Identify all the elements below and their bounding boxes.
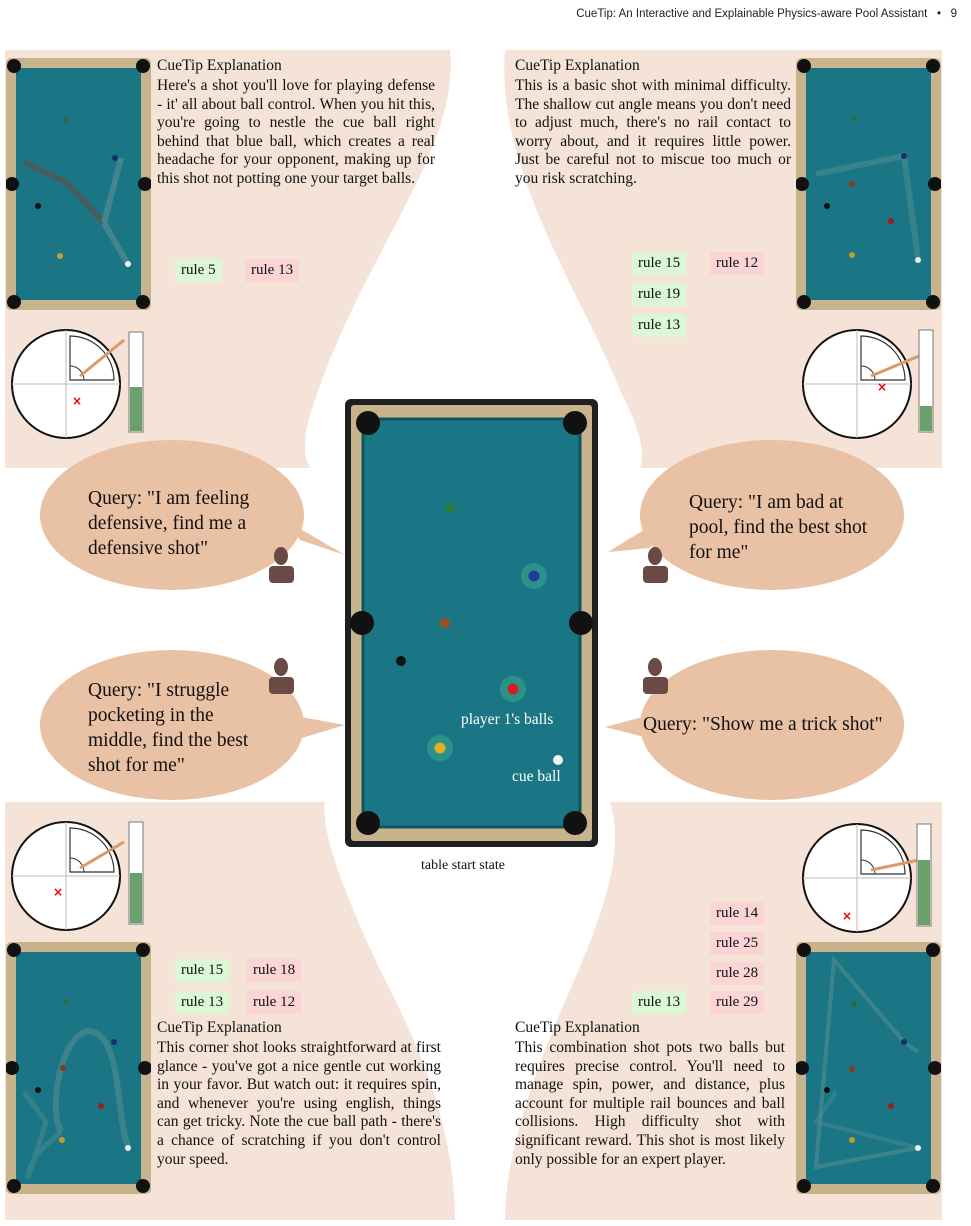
power-bar-bottom-right [918, 860, 930, 925]
running-header: CueTip: An Interactive and Explainable P… [576, 8, 957, 20]
rule-good-top-right-2: rule 19 [632, 283, 687, 306]
header-separator: • [936, 8, 941, 20]
rule-good-top-left: rule 5 [175, 259, 222, 282]
query-top-right: Query: "I am bad at pool, find the best … [689, 492, 868, 563]
query-bubble-top-right [640, 440, 904, 590]
rule-good-top-right-3: rule 13 [632, 314, 687, 337]
explanation-title-top-right: CueTip Explanation [515, 57, 640, 74]
explanation-title-bottom-right: CueTip Explanation [515, 1019, 640, 1036]
running-title: CueTip: An Interactive and Explainable P… [576, 8, 928, 20]
rule-bad-bottom-right-2: rule 25 [710, 932, 765, 955]
center-table [345, 399, 598, 847]
person-icon-top-right [643, 547, 668, 583]
ball-red [507, 683, 519, 695]
rule-good-bottom-left-1: rule 15 [175, 959, 230, 982]
explanation-title-bottom-left: CueTip Explanation [157, 1019, 282, 1036]
ball-brown [440, 618, 450, 628]
rule-good-top-right-1: rule 15 [632, 252, 687, 275]
query-bottom-right: Query: "Show me a trick shot" [643, 714, 883, 735]
shot-diagram-bottom-right: × [802, 823, 932, 933]
spin-marker-bottom-right: × [842, 909, 852, 923]
table-caption: table start state [421, 858, 505, 873]
power-bar-bottom-left [130, 873, 142, 923]
query-bottom-left: Query: "I struggle pocketing in the midd… [88, 680, 249, 776]
mini-table-bottom-right [796, 942, 941, 1194]
person-icon-top-left [269, 547, 294, 583]
query-bubble-top-left [40, 440, 304, 590]
explanation-body-bottom-left: This corner shot looks straightforward a… [157, 1039, 441, 1168]
query-bubble-bottom-right [640, 650, 904, 800]
rule-bad-bottom-right-1: rule 14 [710, 902, 765, 925]
page-number: 9 [950, 8, 957, 20]
shot-diagram-top-left: × [11, 329, 144, 439]
mini-table-top-left [6, 58, 151, 310]
person-icon-bottom-right [643, 658, 668, 694]
shot-diagram-bottom-left: × [11, 821, 144, 931]
mini-table-bottom-left [6, 942, 151, 1194]
rule-bad-bottom-left-2: rule 12 [247, 991, 302, 1014]
explanation-title-top-left: CueTip Explanation [157, 57, 282, 74]
power-bar-top-left [130, 387, 142, 431]
ball-yellow [434, 742, 446, 754]
rule-bad-bottom-right-3: rule 28 [710, 962, 765, 985]
rule-bad-bottom-right-4: rule 29 [710, 991, 765, 1014]
player-balls-label: player 1's balls [461, 711, 554, 728]
query-top-left: Query: "I am feeling defensive, find me … [88, 488, 250, 559]
ball-blue [528, 570, 540, 582]
cue-ball [553, 755, 563, 765]
cue-ball-label: cue ball [512, 768, 561, 785]
ball-black [396, 656, 406, 666]
spin-marker-top-right: × [877, 380, 887, 394]
rule-bad-top-right-1: rule 12 [710, 252, 765, 275]
person-icon-bottom-left [269, 658, 294, 694]
explanation-body-top-left: Here's a shot you'll love for playing de… [157, 77, 435, 187]
explanation-body-top-right: This is a basic shot with minimal diffic… [515, 77, 791, 187]
mini-table-top-right [796, 58, 941, 310]
shot-diagram-top-right: × [802, 329, 934, 439]
query-bubble-bottom-left [40, 650, 304, 800]
rule-bad-bottom-left-1: rule 18 [247, 959, 302, 982]
rule-bad-top-left: rule 13 [245, 259, 300, 282]
rule-good-bottom-right-1: rule 13 [632, 991, 687, 1014]
spin-marker-bottom-left: × [53, 885, 63, 899]
explanation-body-bottom-right: This combination shot pots two balls but… [515, 1039, 785, 1168]
spin-marker-top-left: × [72, 394, 82, 408]
ball-green [445, 503, 455, 513]
rule-good-bottom-left-2: rule 13 [175, 991, 230, 1014]
power-bar-top-right [920, 406, 932, 431]
